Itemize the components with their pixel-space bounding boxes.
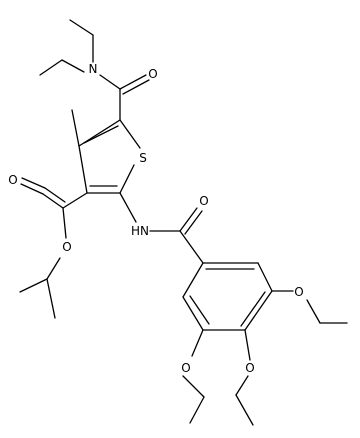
bond (191, 329, 204, 357)
bond (44, 187, 66, 203)
atom-label-layer: N O S O O HN O O O O (8, 62, 303, 375)
bond (184, 210, 203, 235)
atom-o-amide-carbonyl: O (148, 67, 157, 81)
atom-o-benzamide: O (199, 194, 208, 208)
bond (119, 192, 137, 223)
atom-s-thiophene: S (139, 151, 147, 165)
bond (78, 145, 88, 194)
bond (42, 193, 64, 209)
bond (179, 207, 198, 232)
atom-nh: HN (131, 224, 149, 238)
bond (257, 262, 273, 292)
bond (179, 230, 204, 264)
bond (122, 79, 150, 95)
bond-layer (19, 19, 348, 426)
bond (21, 177, 46, 189)
atom-o-ester: O (62, 240, 71, 254)
bond (189, 396, 205, 424)
bond (240, 291, 266, 327)
bond (62, 207, 67, 239)
bond (61, 59, 85, 73)
bond (235, 394, 254, 426)
atom-o-ethoxy-right: O (294, 285, 303, 299)
bond (182, 262, 204, 298)
bond (46, 278, 56, 319)
bond (62, 192, 88, 209)
bond (119, 74, 147, 90)
bond (244, 329, 251, 361)
atom-n-amide: N (89, 62, 98, 76)
ester-carbonyl-link (20, 177, 46, 195)
atom-o-ethoxy-left: O (181, 361, 190, 375)
bond (46, 257, 61, 280)
bond (99, 74, 121, 90)
bond (189, 295, 210, 325)
bond (306, 299, 321, 324)
bond (20, 183, 44, 195)
bond (71, 109, 80, 147)
atom-o-ethoxy-bottom: O (245, 361, 254, 375)
bond (182, 375, 205, 398)
bond (69, 19, 94, 36)
bond (119, 119, 141, 149)
bond (83, 125, 119, 144)
bond (39, 59, 63, 76)
bond (19, 278, 48, 293)
bond (235, 375, 249, 396)
bond (244, 290, 273, 331)
atom-o-ester-carbonyl: O (8, 173, 17, 187)
bond (182, 296, 204, 331)
bond (119, 164, 135, 194)
